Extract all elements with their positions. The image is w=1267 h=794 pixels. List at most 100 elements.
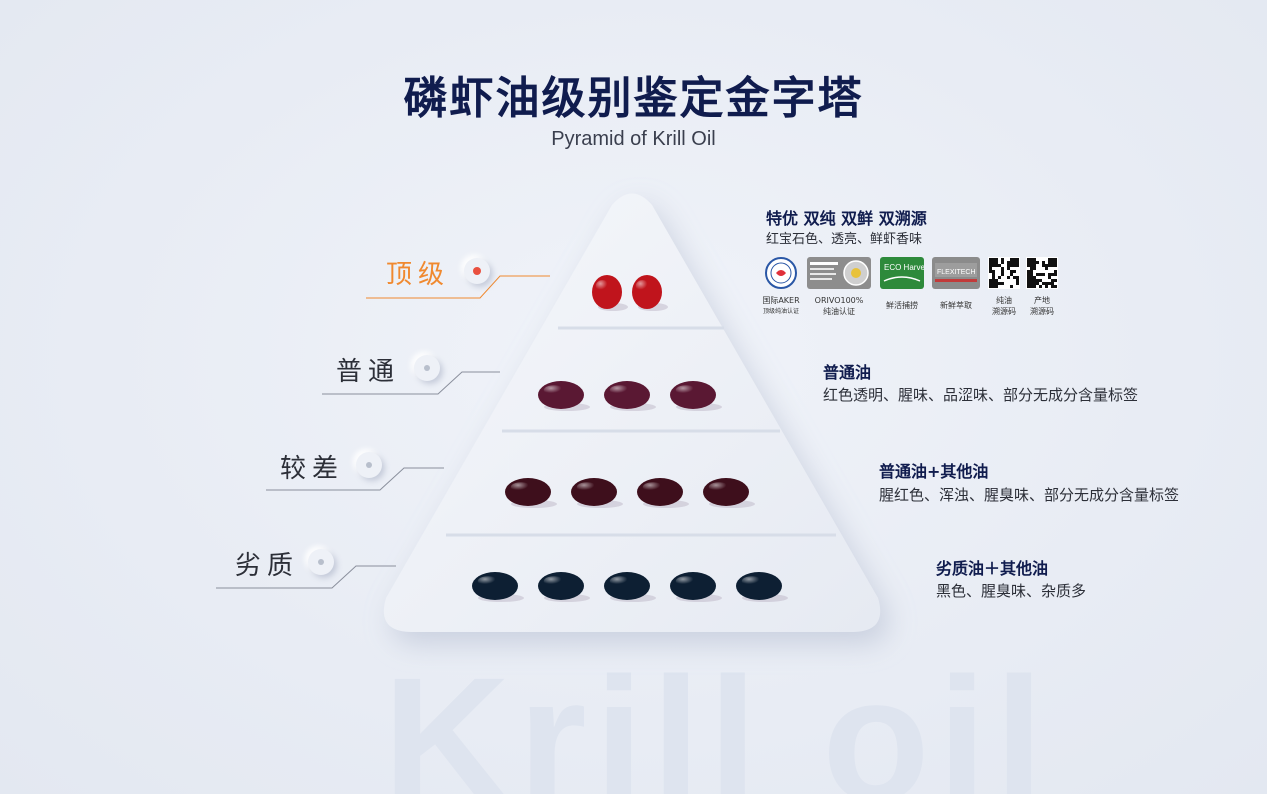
qr-module xyxy=(1010,261,1013,264)
badge-caption-4: 新鲜萃取 xyxy=(940,301,972,310)
qr-module xyxy=(1001,282,1004,285)
qr-module xyxy=(992,264,995,267)
qr-module xyxy=(1027,276,1030,279)
qr-module xyxy=(1010,285,1013,288)
badge-caption-3: 鲜活捕捞 xyxy=(886,301,918,310)
krill-oil-capsule xyxy=(604,381,650,409)
qr-module xyxy=(1007,261,1010,264)
qr-module xyxy=(998,276,1001,279)
capsule-highlight xyxy=(595,280,610,292)
qr-module xyxy=(1054,273,1057,276)
qr-module xyxy=(992,279,995,282)
qr-module xyxy=(1030,267,1033,270)
krill-oil-capsule xyxy=(505,478,551,506)
tier-marker-ordinary[interactable] xyxy=(414,355,440,381)
qr-module xyxy=(1027,264,1030,267)
capsule-highlight xyxy=(543,385,565,395)
qr-module xyxy=(1010,258,1013,261)
qr-module xyxy=(989,270,992,273)
qr-module xyxy=(1033,267,1036,270)
tier-label-inferior: 劣质 xyxy=(235,551,300,581)
tier-description-poor: 腥红色、浑浊、腥臭味、部分无成分含量标签 xyxy=(879,486,1180,504)
qr-module xyxy=(1036,261,1039,264)
qr-module xyxy=(1039,285,1042,288)
qr-module xyxy=(995,258,998,261)
qr-module xyxy=(1030,264,1033,267)
qr-module xyxy=(992,285,995,288)
capsule-highlight xyxy=(642,482,664,492)
qr-module xyxy=(1027,282,1030,285)
qr-module xyxy=(1048,261,1051,264)
qr-module xyxy=(1030,261,1033,264)
flexitech-icon: FLEXITECH xyxy=(932,257,980,289)
qr-module xyxy=(995,279,998,282)
qr-module xyxy=(1048,276,1051,279)
qr-module xyxy=(1027,279,1030,282)
qr-module xyxy=(989,282,992,285)
eco-label: ECO Harvesting xyxy=(884,263,924,272)
qr-module xyxy=(1048,258,1051,261)
qr-module xyxy=(1001,261,1004,264)
capsule-highlight xyxy=(609,385,631,395)
krill-oil-capsule xyxy=(637,478,683,506)
qr-module xyxy=(995,282,998,285)
eco-harvesting-icon: ECO Harvesting xyxy=(880,257,942,289)
qr-module xyxy=(1010,273,1013,276)
qr-module xyxy=(1033,276,1036,279)
tier-marker-top[interactable] xyxy=(464,258,490,284)
qr-module xyxy=(1036,273,1039,276)
tier-marker-inferior[interactable] xyxy=(308,549,334,575)
qr-module xyxy=(1027,258,1030,261)
leader-line-1 xyxy=(366,275,550,299)
capsule-highlight xyxy=(510,482,532,492)
qr-module xyxy=(1045,264,1048,267)
qr-module xyxy=(1033,261,1036,264)
krill-oil-capsule xyxy=(703,478,749,506)
aker-certified-seal-icon xyxy=(763,257,799,289)
qr-module xyxy=(1001,267,1004,270)
watermark-text: Krill oil xyxy=(383,642,1052,794)
qr-module xyxy=(1051,282,1054,285)
qr-module xyxy=(1016,264,1019,267)
qr-module xyxy=(1045,267,1048,270)
qr-module xyxy=(1051,264,1054,267)
qr-module xyxy=(1027,273,1030,276)
qr-module xyxy=(1013,261,1016,264)
page-title: 磷虾油级别鉴定金字塔 xyxy=(403,73,864,124)
qr-module xyxy=(1054,279,1057,282)
capsule-highlight xyxy=(741,576,763,586)
qr-module xyxy=(992,258,995,261)
tier-description-inferior: 黑色、腥臭味、杂质多 xyxy=(936,582,1087,600)
tier-heading-inferior: 劣质油＋其他油 xyxy=(936,559,1049,578)
capsule-highlight xyxy=(609,576,631,586)
qr-module xyxy=(1051,273,1054,276)
qr-module xyxy=(1033,282,1036,285)
capsule-highlight xyxy=(635,280,650,292)
tier-heading-ordinary: 普通油 xyxy=(823,363,872,382)
qr-code-icon xyxy=(988,257,1020,289)
qr-grid-1 xyxy=(988,257,1020,289)
qr-module xyxy=(1054,261,1057,264)
qr-module xyxy=(1027,285,1030,288)
qr-module xyxy=(998,282,1001,285)
qr-module xyxy=(1013,270,1016,273)
capsule-highlight xyxy=(675,385,697,395)
qr-module xyxy=(1033,258,1036,261)
tier-heading-top: 特优 双纯 双鲜 双溯源 xyxy=(766,209,927,228)
qr-module xyxy=(1042,273,1045,276)
qr-module xyxy=(1033,285,1036,288)
qr-module xyxy=(1007,276,1010,279)
badge-caption-2: ORIVO100%纯油认证 xyxy=(814,296,864,316)
qr-module xyxy=(989,285,992,288)
qr-module xyxy=(1054,264,1057,267)
qr-module xyxy=(1001,273,1004,276)
qr-module xyxy=(1030,276,1033,279)
qr-module xyxy=(1001,270,1004,273)
tier-marker-poor[interactable] xyxy=(356,452,382,478)
capsule-highlight xyxy=(477,576,499,586)
krill-oil-capsule xyxy=(538,572,584,600)
qr-module xyxy=(1051,258,1054,261)
qr-module xyxy=(995,261,998,264)
